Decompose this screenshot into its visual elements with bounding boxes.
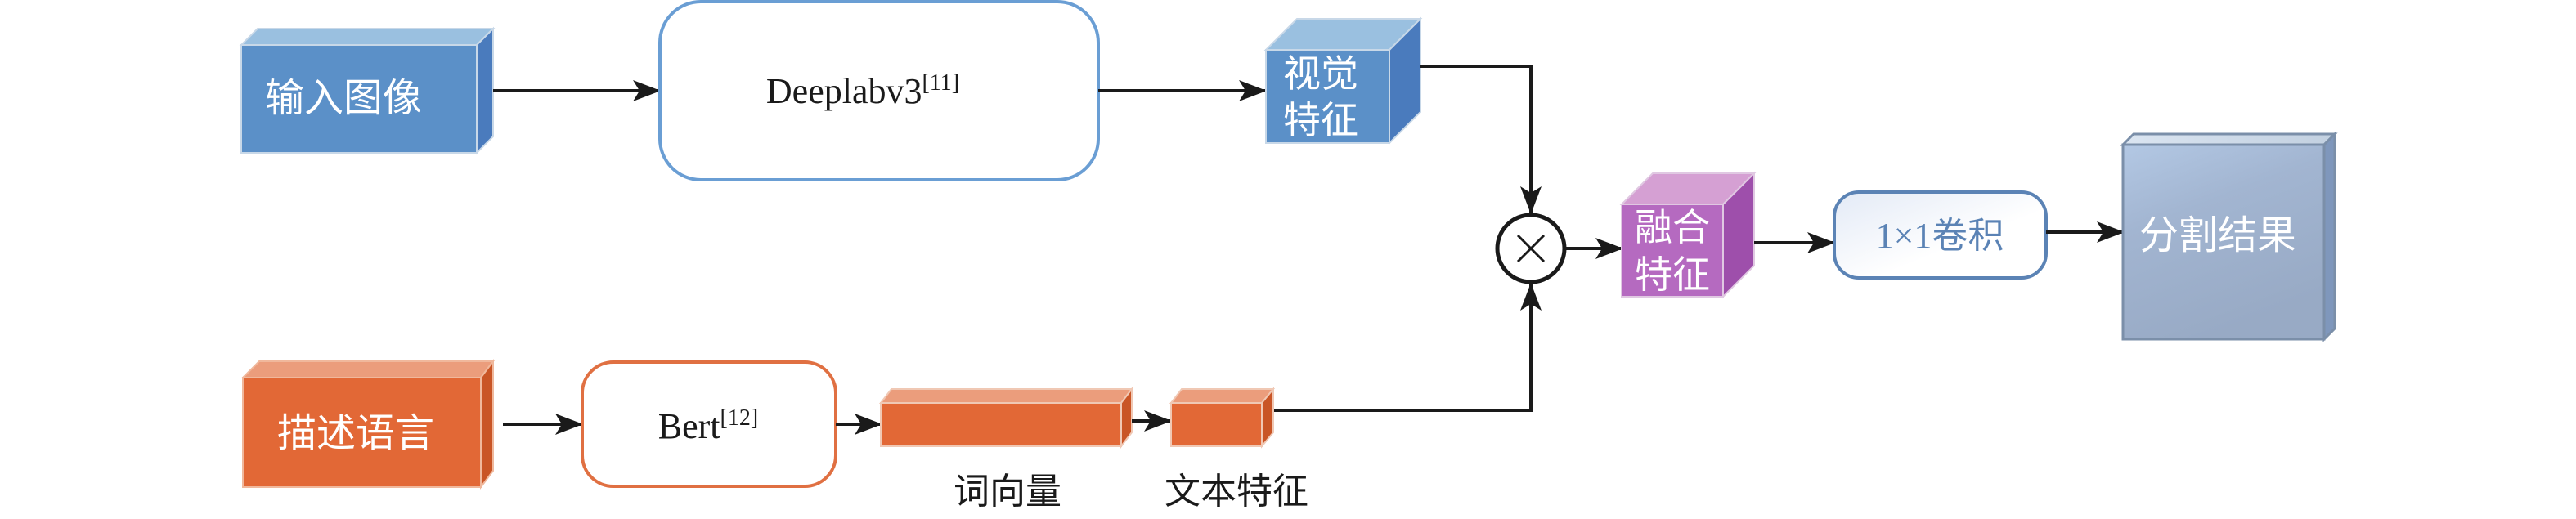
deeplab-box: Deeplabv3[11] <box>658 0 1100 181</box>
fused-feature-label-line2: 特征 <box>1635 253 1710 297</box>
seg-result-side-face <box>2322 131 2336 342</box>
multiply-node <box>1495 213 1567 284</box>
seg-result-top-face <box>2120 132 2338 146</box>
word-vector-caption: 词向量 <box>954 471 1061 512</box>
word-vector-front-face <box>880 402 1122 447</box>
description-block: 描述语言 <box>240 359 495 490</box>
fused-feature-label-line1: 融合 <box>1635 205 1710 249</box>
input-image-side-face <box>476 26 494 155</box>
input-image-front-face <box>240 44 478 154</box>
conv-box: 1×1卷积 <box>1833 190 2048 280</box>
deeplab-ref: [11] <box>922 70 959 96</box>
visual-feature-front-face <box>1265 49 1390 144</box>
seg-result-label: 分割结果 <box>2139 213 2296 258</box>
visual-feature-label-line2: 特征 <box>1283 98 1358 142</box>
description-label: 描述语言 <box>277 410 434 456</box>
fused-feature-block: 融合 特征 <box>1619 171 1757 299</box>
conv-label: 1×1卷积 <box>1876 216 2004 256</box>
connector-text-to-multiply <box>1273 283 1542 412</box>
visual-feature-label-line1: 视觉 <box>1283 51 1358 96</box>
bert-box: Bert[12] <box>581 360 837 488</box>
description-top-face <box>240 360 495 378</box>
conv-rounded-rect <box>1833 190 2048 280</box>
bert-label: Bert[12] <box>658 405 758 446</box>
input-image-block: 输入图像 <box>239 26 496 155</box>
description-front-face <box>242 377 482 488</box>
input-image-top-face <box>239 28 496 46</box>
text-feature-block <box>1169 387 1276 449</box>
fused-feature-front-face <box>1621 204 1724 298</box>
seg-result-block: 分割结果 <box>2120 131 2338 342</box>
bert-label-main: Bert <box>658 406 720 446</box>
bert-ref: [12] <box>720 405 759 431</box>
deeplab-label: Deeplabv3[11] <box>766 70 959 111</box>
input-image-label: 输入图像 <box>265 75 422 121</box>
seg-result-front-face <box>2121 143 2326 341</box>
word-vector-block <box>878 387 1134 449</box>
multiply-cross-b <box>1516 234 1546 263</box>
deeplab-label-main: Deeplabv3 <box>766 71 922 111</box>
visual-feature-block: 视觉 特征 <box>1263 16 1423 145</box>
text-feature-front-face <box>1170 402 1263 447</box>
connector-visual-to-multiply <box>1420 65 1542 214</box>
text-feature-top-face <box>1169 388 1276 404</box>
word-vector-top-face <box>878 388 1134 404</box>
text-feature-caption: 文本特征 <box>1165 471 1308 512</box>
description-side-face <box>480 359 494 490</box>
